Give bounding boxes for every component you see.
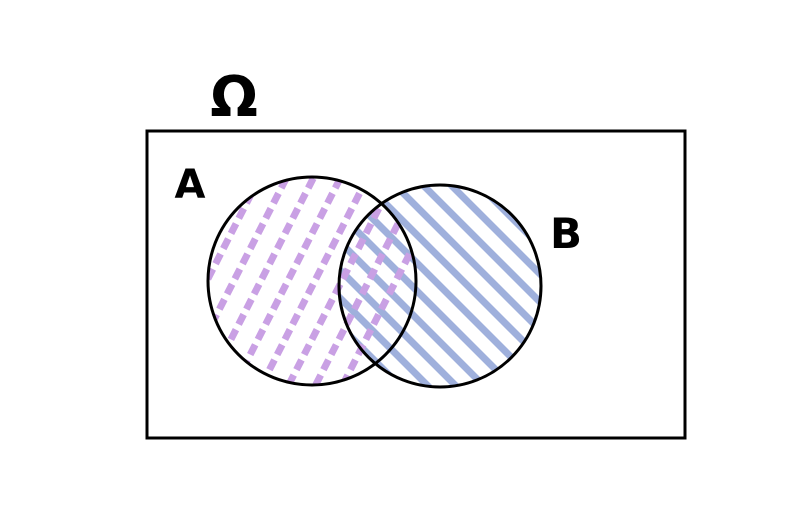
set-b-hatch-line (339, 185, 470, 387)
set-b-hatch-line (339, 185, 526, 387)
set-b-hatch-line (339, 185, 414, 387)
set-a-hatch-line (304, 177, 416, 385)
set-a-label: A (175, 162, 206, 208)
set-a-hatch-line (331, 177, 416, 385)
set-b-hatch-line (382, 185, 541, 387)
set-a-circle (206, 175, 418, 387)
universe-label: Ω (210, 65, 258, 130)
universe-rectangle (145, 129, 687, 440)
set-b-hatch-line (438, 185, 541, 387)
set-b-hatch-line (410, 185, 541, 387)
set-a-hatch-line (277, 177, 405, 385)
set-b-circle (337, 183, 543, 389)
set-b-hatch-line (339, 185, 442, 387)
set-b-hatch-line (354, 185, 541, 387)
set-a-hatch-line (250, 177, 378, 385)
set-b-hatch-line (466, 185, 541, 387)
set-b-label: B (550, 209, 582, 258)
set-b-hatch-line (339, 185, 498, 387)
